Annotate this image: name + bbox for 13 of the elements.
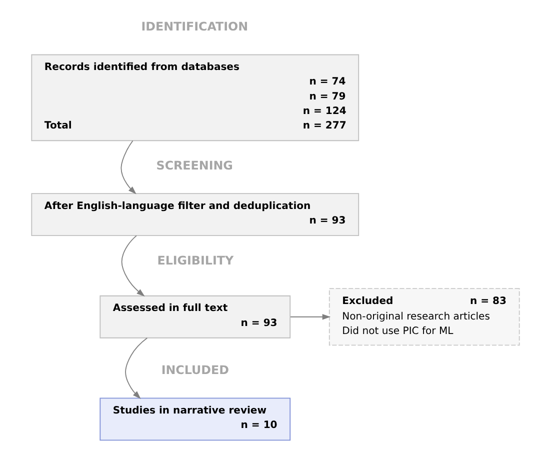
label: ELIGIBILITY bbox=[156, 253, 234, 268]
arrow bbox=[124, 338, 148, 399]
label: INCLUDED bbox=[160, 362, 228, 377]
node-box: Studies in narrative review n = 10 bbox=[99, 398, 290, 441]
node-box: After English-language filter and deduplication n = 93 bbox=[30, 193, 359, 236]
label: IDENTIFICATION bbox=[140, 19, 248, 34]
arrow bbox=[120, 235, 144, 297]
label: SCREENING bbox=[156, 158, 232, 172]
node-box: Records identified from databases n = 74 n = 79 n = 124 Total n = 277 bbox=[30, 54, 359, 142]
arrow bbox=[120, 140, 136, 194]
node-box: Excluded n = 83 Non-original research articles Did not use PIC for ML bbox=[328, 288, 520, 346]
arrow bbox=[290, 314, 330, 320]
node-box: Assessed in full text n = 93 bbox=[99, 295, 290, 338]
